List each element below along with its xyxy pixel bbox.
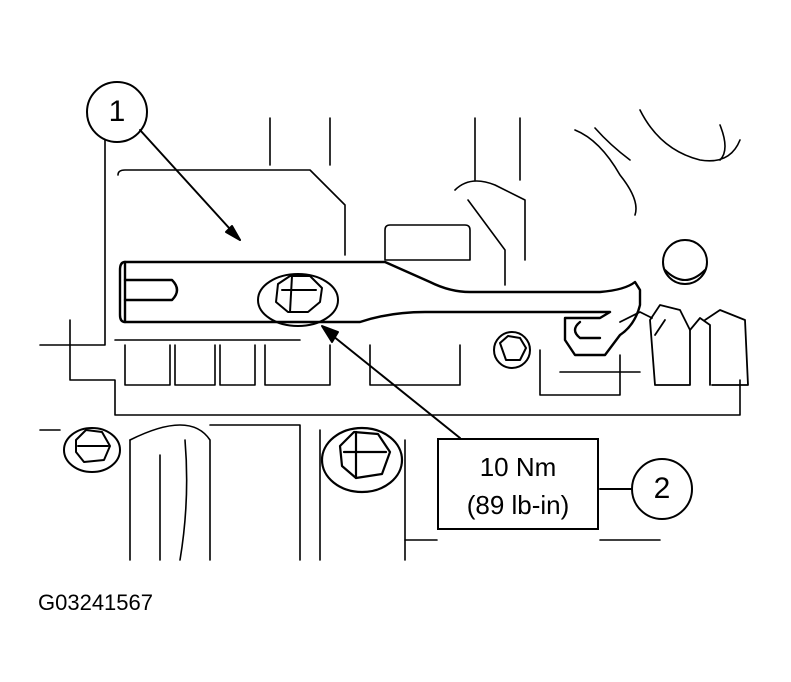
bolt-small-right bbox=[493, 331, 531, 369]
bolt-lower-center bbox=[320, 426, 404, 494]
detent-spring-lever bbox=[118, 260, 642, 357]
callout-1-number: 1 bbox=[108, 95, 126, 128]
figure-id: G03241567 bbox=[38, 590, 153, 615]
detent-fingers bbox=[619, 304, 749, 386]
torque-leader-arrow bbox=[321, 325, 461, 439]
callout-2-number: 2 bbox=[653, 472, 671, 505]
torque-imperial: (89 lb-in) bbox=[466, 490, 570, 520]
plug bbox=[662, 239, 708, 285]
casting-outline bbox=[39, 109, 741, 561]
torque-spec-box: 10 Nm (89 lb-in) bbox=[437, 438, 599, 530]
bolt-lower-left bbox=[63, 427, 121, 473]
callout-1-marker bbox=[86, 81, 241, 241]
callout-2-marker bbox=[599, 458, 693, 520]
torque-metric: 10 Nm bbox=[479, 452, 557, 482]
lever-bolt bbox=[257, 273, 339, 327]
